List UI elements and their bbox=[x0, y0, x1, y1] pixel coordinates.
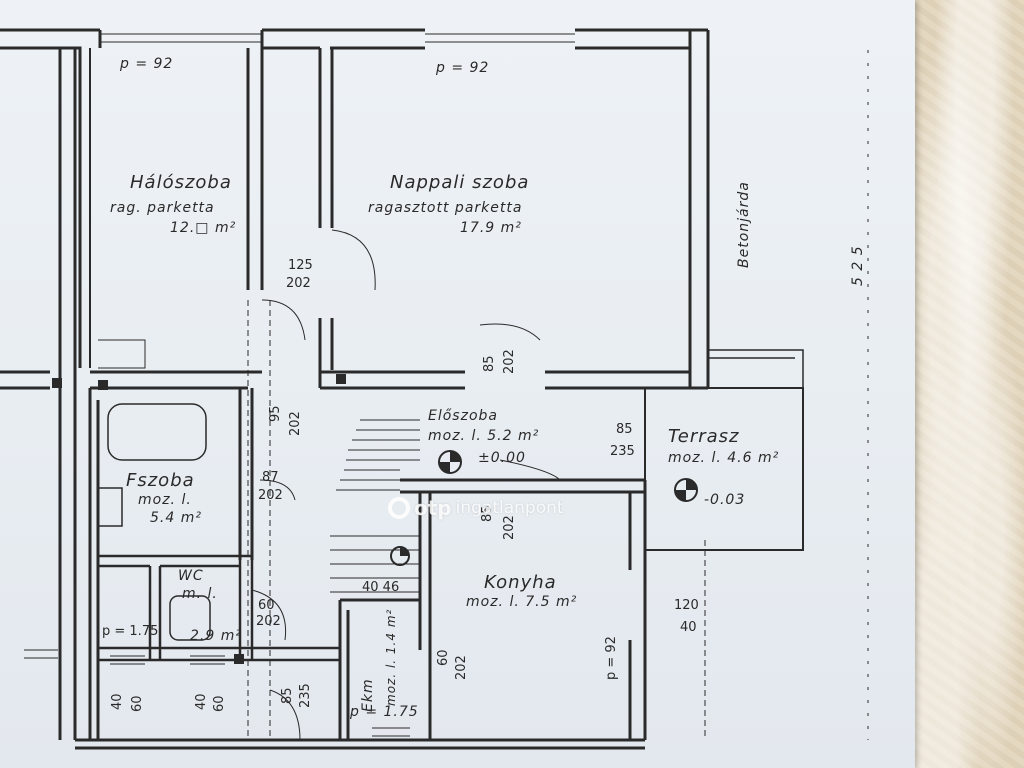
door-arc-living bbox=[331, 229, 376, 291]
stairs bbox=[336, 419, 420, 491]
floor-plan-drawing bbox=[0, 28, 869, 750]
door-arc-pantry bbox=[269, 689, 301, 741]
door-arc-wc bbox=[251, 589, 287, 641]
terrace-level: -0.03 bbox=[704, 492, 746, 508]
bath-sink bbox=[97, 487, 123, 527]
kitchen-floor-area: moz. l. 7.5 m² bbox=[466, 594, 578, 610]
dim-120: 120 bbox=[674, 598, 699, 613]
wall-bedroom-right bbox=[246, 30, 264, 290]
dim-60-b: 60 bbox=[212, 695, 227, 712]
kitchen-name: Konyha bbox=[484, 572, 557, 593]
living-p-value: p = 92 bbox=[436, 60, 490, 76]
door-arc-bath bbox=[259, 479, 296, 501]
floor-plan-sheet bbox=[0, 0, 915, 768]
stairs-lower bbox=[330, 535, 420, 593]
dimension-525: 5 2 5 bbox=[850, 245, 866, 286]
wall-living-left bbox=[318, 48, 334, 388]
dim-60-wc: 60 bbox=[258, 598, 275, 613]
dim-60-pantry: 60 bbox=[436, 649, 451, 666]
wc-area: 2.9 m² bbox=[190, 628, 242, 644]
wall-top bbox=[0, 28, 708, 368]
wall-bath-bottom bbox=[98, 554, 252, 660]
dim-p92-kitchen: p = 92 bbox=[604, 636, 619, 680]
dim-125-b: 202 bbox=[286, 276, 311, 291]
dim-85-terrace: 85 bbox=[616, 422, 633, 437]
wall-far-left bbox=[58, 48, 77, 740]
wc-toilet bbox=[169, 595, 211, 641]
level-marker-stairs bbox=[390, 546, 410, 566]
marker-square-3 bbox=[336, 374, 346, 384]
otp-logo-icon bbox=[388, 497, 410, 519]
pantry-p-value: p = 1.75 bbox=[350, 704, 419, 720]
bathtub bbox=[107, 403, 207, 461]
dim-40-a: 40 bbox=[110, 693, 125, 710]
level-marker-terrace bbox=[674, 478, 698, 502]
bathroom-name: Fszoba bbox=[126, 470, 195, 491]
wall-bottom bbox=[75, 738, 645, 750]
wall-bath-right bbox=[238, 388, 254, 560]
bottom-grates bbox=[24, 649, 410, 737]
dim-202-pantry: 202 bbox=[454, 655, 469, 680]
hall-name: Előszoba bbox=[428, 408, 498, 424]
dim-125: 125 bbox=[288, 258, 313, 273]
wc-name: WC bbox=[178, 568, 204, 584]
living-area: 17.9 m² bbox=[460, 220, 522, 236]
marker-square-1 bbox=[52, 378, 62, 388]
dim-60-wc-b: 202 bbox=[256, 614, 281, 629]
terrace-floor-area: moz. l. 4.6 m² bbox=[668, 450, 780, 466]
dim-40: 40 bbox=[680, 620, 697, 635]
living-name: Nappali szoba bbox=[390, 172, 530, 193]
watermark-suffix: ingatlanpont bbox=[455, 498, 564, 518]
wall-living-right bbox=[688, 30, 710, 388]
dim-87-b: 202 bbox=[258, 488, 283, 503]
dim-60-a: 60 bbox=[130, 695, 145, 712]
wall-kitchen bbox=[400, 478, 647, 740]
bedroom-name: Hálószoba bbox=[130, 172, 232, 193]
wc-floor: m. l. bbox=[182, 586, 218, 602]
dim-85-living: 85 bbox=[482, 355, 497, 372]
wall-wc bbox=[98, 560, 340, 662]
marker-square-4 bbox=[234, 654, 244, 664]
pantry-floor-area: moz. l. 1.4 m² bbox=[384, 608, 398, 706]
wall-top-inner bbox=[79, 48, 91, 368]
bathroom-floor: moz. l. bbox=[138, 492, 192, 508]
dim-95: 95 bbox=[268, 405, 283, 422]
bedroom-floor: rag. parketta bbox=[110, 200, 215, 216]
level-marker-hall bbox=[438, 450, 462, 474]
door-arc-living-2 bbox=[479, 323, 541, 341]
watermark-logo: otp ingatlanpont bbox=[388, 496, 564, 520]
dim-87: 87 bbox=[262, 470, 279, 485]
watermark-brand: otp bbox=[414, 496, 452, 520]
dim-235-terrace: 235 bbox=[610, 444, 635, 459]
door-arc-hall bbox=[261, 299, 306, 341]
door-arc-kitchen bbox=[499, 459, 561, 481]
bedroom-p-value: p = 92 bbox=[120, 56, 174, 72]
dashed-line-1 bbox=[247, 300, 271, 740]
living-floor: ragasztott parketta bbox=[368, 200, 523, 216]
dim-235-bottom: 235 bbox=[298, 683, 313, 708]
dim-202-living: 202 bbox=[502, 349, 517, 374]
terrace-rail bbox=[708, 349, 804, 388]
dim-40-46: 40 46 bbox=[362, 580, 400, 595]
terrace-name: Terrasz bbox=[668, 426, 740, 447]
wall-hall-left bbox=[0, 370, 262, 390]
bedroom-area: 12.□ m² bbox=[170, 220, 237, 236]
marker-square-2 bbox=[98, 380, 108, 390]
hall-floor-area: moz. l. 5.2 m² bbox=[428, 428, 540, 444]
terrace-area bbox=[644, 387, 804, 551]
wall-pantry bbox=[338, 598, 420, 740]
dim-85-bottom: 85 bbox=[280, 687, 295, 704]
balcony-label: Betonjárda bbox=[736, 181, 752, 268]
wall-living-bottom bbox=[320, 370, 708, 390]
bed-outline bbox=[98, 339, 146, 369]
hall-level: ±0.00 bbox=[478, 450, 526, 466]
window-top-left bbox=[100, 33, 262, 43]
dim-95-b: 202 bbox=[288, 411, 303, 436]
dim-40-b: 40 bbox=[194, 693, 209, 710]
wall-bath-left bbox=[88, 388, 100, 740]
window-top-right bbox=[425, 33, 575, 43]
dim-p175: p = 1.75 bbox=[102, 624, 159, 639]
bathroom-area: 5.4 m² bbox=[150, 510, 202, 526]
wallpaper-background bbox=[900, 0, 1024, 768]
